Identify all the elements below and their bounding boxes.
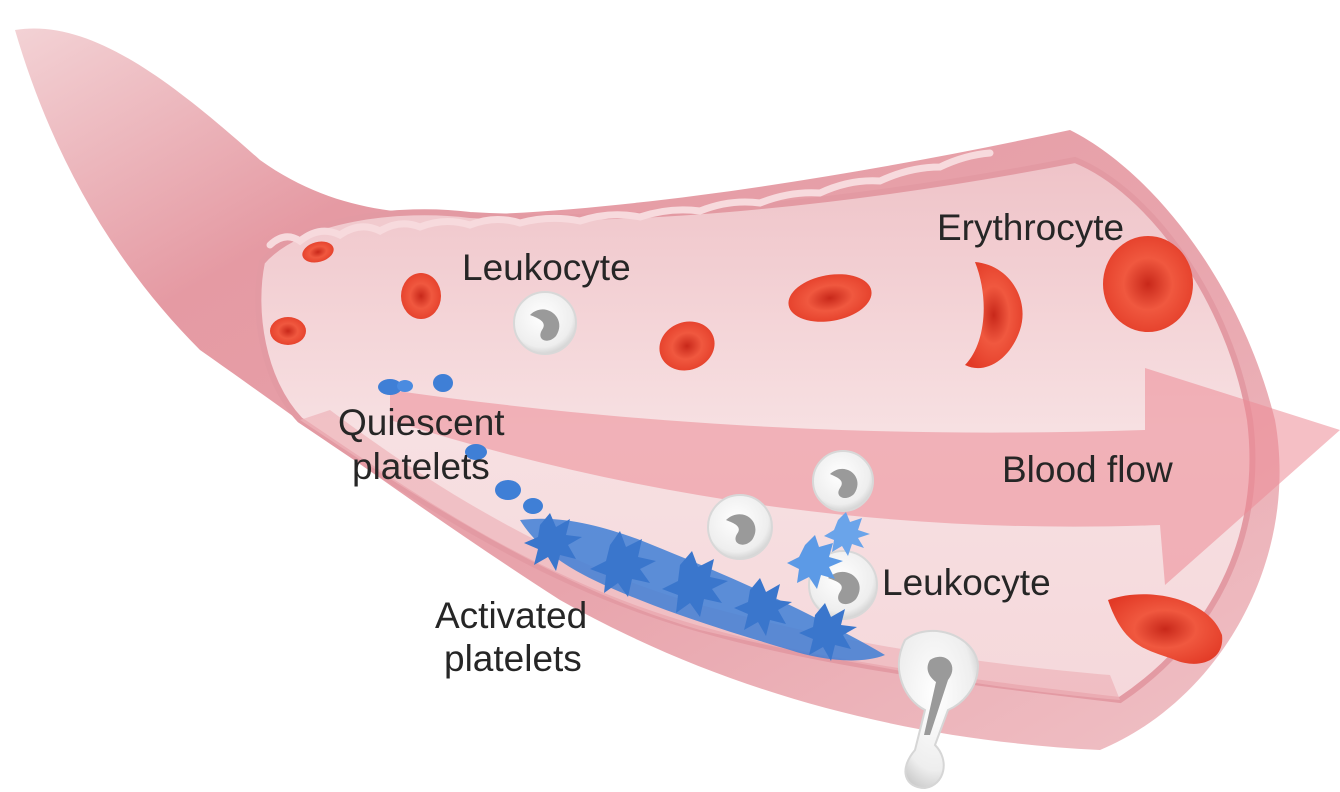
- label-quiescent-line1: Quiescent: [338, 402, 505, 443]
- erythrocyte: [401, 273, 441, 319]
- erythrocyte: [270, 317, 306, 345]
- quiescent-platelet: [523, 498, 543, 514]
- label-leukocyte-top: Leukocyte: [462, 247, 631, 288]
- label-erythrocyte: Erythrocyte: [937, 207, 1124, 248]
- label-leukocyte-bottom: Leukocyte: [882, 562, 1051, 603]
- leukocyte: [813, 451, 873, 511]
- erythrocyte: [1103, 236, 1193, 332]
- label-quiescent-line2: platelets: [352, 446, 490, 487]
- label-activated-line1: Activated: [435, 595, 587, 636]
- leukocyte: [708, 495, 772, 559]
- label-blood-flow: Blood flow: [1002, 449, 1173, 490]
- quiescent-platelet: [397, 380, 413, 392]
- label-activated-line2: platelets: [444, 638, 582, 679]
- leukocyte: [514, 292, 576, 354]
- quiescent-platelet: [495, 480, 521, 500]
- quiescent-platelet: [433, 374, 453, 392]
